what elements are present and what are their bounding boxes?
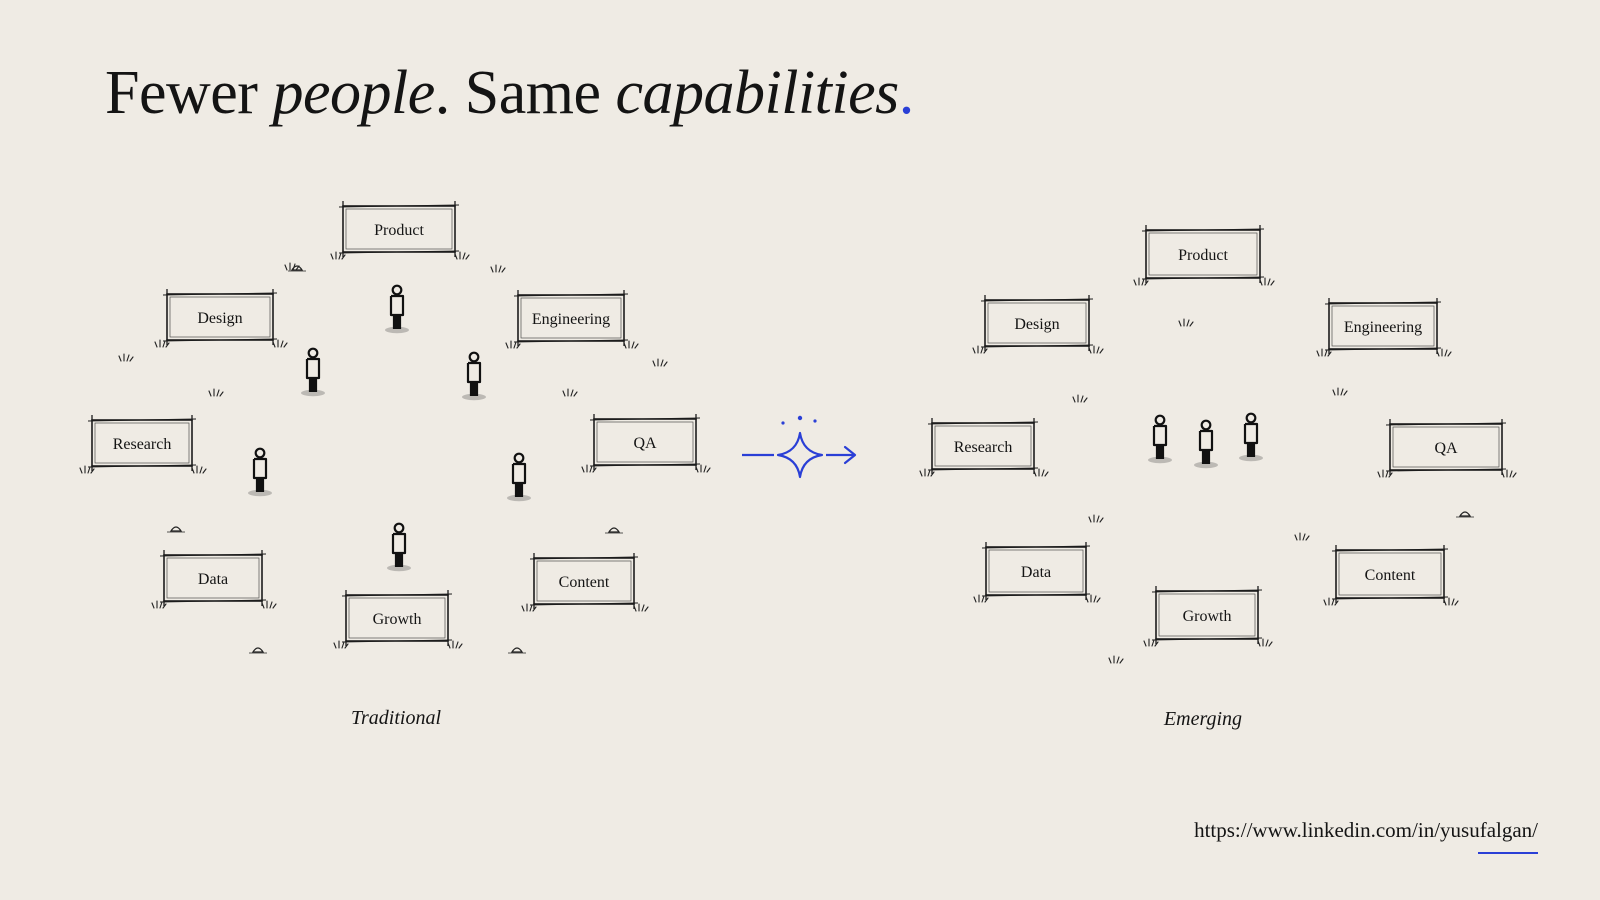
box-label: Engineering <box>1344 319 1422 336</box>
person-icon <box>462 351 486 401</box>
emerging-diagram: Product Design Engineering Research QA D… <box>919 225 1517 730</box>
box-label: Research <box>954 439 1013 456</box>
box-engineering: Engineering <box>505 290 639 349</box>
box-content: Content <box>521 553 649 612</box>
person-icon <box>1239 412 1263 462</box>
box-research: Research <box>79 415 207 474</box>
box-label: Content <box>1365 567 1416 584</box>
person-icon <box>387 522 411 572</box>
box-growth: Growth <box>333 590 463 649</box>
box-label: Data <box>1021 564 1051 581</box>
box-qa: QA <box>581 414 711 473</box>
title-word-people: people <box>272 59 435 127</box>
title-word-fewer: Fewer <box>105 59 273 127</box>
box-label: Design <box>1014 316 1059 333</box>
box-design: Design <box>972 295 1104 354</box>
box-content: Content <box>1323 545 1459 606</box>
box-data: Data <box>151 550 277 609</box>
box-label: Growth <box>1183 608 1232 625</box>
box-design: Design <box>154 289 288 348</box>
box-qa: QA <box>1377 419 1517 478</box>
traditional-diagram: Product Design Engineering Research QA D… <box>79 201 711 729</box>
title-word-same: . Same <box>434 59 616 127</box>
person-icon <box>507 452 531 502</box>
box-product: Product <box>1133 225 1275 286</box>
box-label: Data <box>198 571 228 588</box>
linkedin-link[interactable]: https://www.linkedin.com/in/yusufalgan/ <box>1194 818 1538 842</box>
box-product: Product <box>330 201 470 260</box>
ground-decorations <box>118 262 1474 664</box>
box-label: Research <box>113 436 172 453</box>
box-growth: Growth <box>1143 586 1273 647</box>
box-label: Content <box>559 574 610 591</box>
person-icon <box>1194 419 1218 469</box>
box-engineering: Engineering <box>1316 298 1452 357</box>
box-research: Research <box>919 418 1049 477</box>
box-label: Product <box>374 222 424 239</box>
box-label: QA <box>1434 440 1458 457</box>
caption-emerging: Emerging <box>1163 708 1242 730</box>
person-icon <box>1148 414 1172 464</box>
title-word-capabilities: capabilities <box>615 59 899 127</box>
url-underline-accent <box>1478 852 1538 854</box>
person-icon <box>301 347 325 397</box>
box-data: Data <box>973 542 1101 603</box>
person-icon <box>385 284 409 334</box>
box-label: Product <box>1178 247 1228 264</box>
box-label: QA <box>633 435 657 452</box>
slide-title: Fewer people. Same capabilities. <box>105 62 914 124</box>
box-label: Growth <box>373 611 422 628</box>
person-icon <box>248 447 272 497</box>
caption-traditional: Traditional <box>351 707 441 729</box>
box-label: Engineering <box>532 311 610 328</box>
sparkle-arrow-icon <box>742 415 857 479</box>
title-accent-period: . <box>898 59 915 127</box>
box-label: Design <box>197 310 242 327</box>
